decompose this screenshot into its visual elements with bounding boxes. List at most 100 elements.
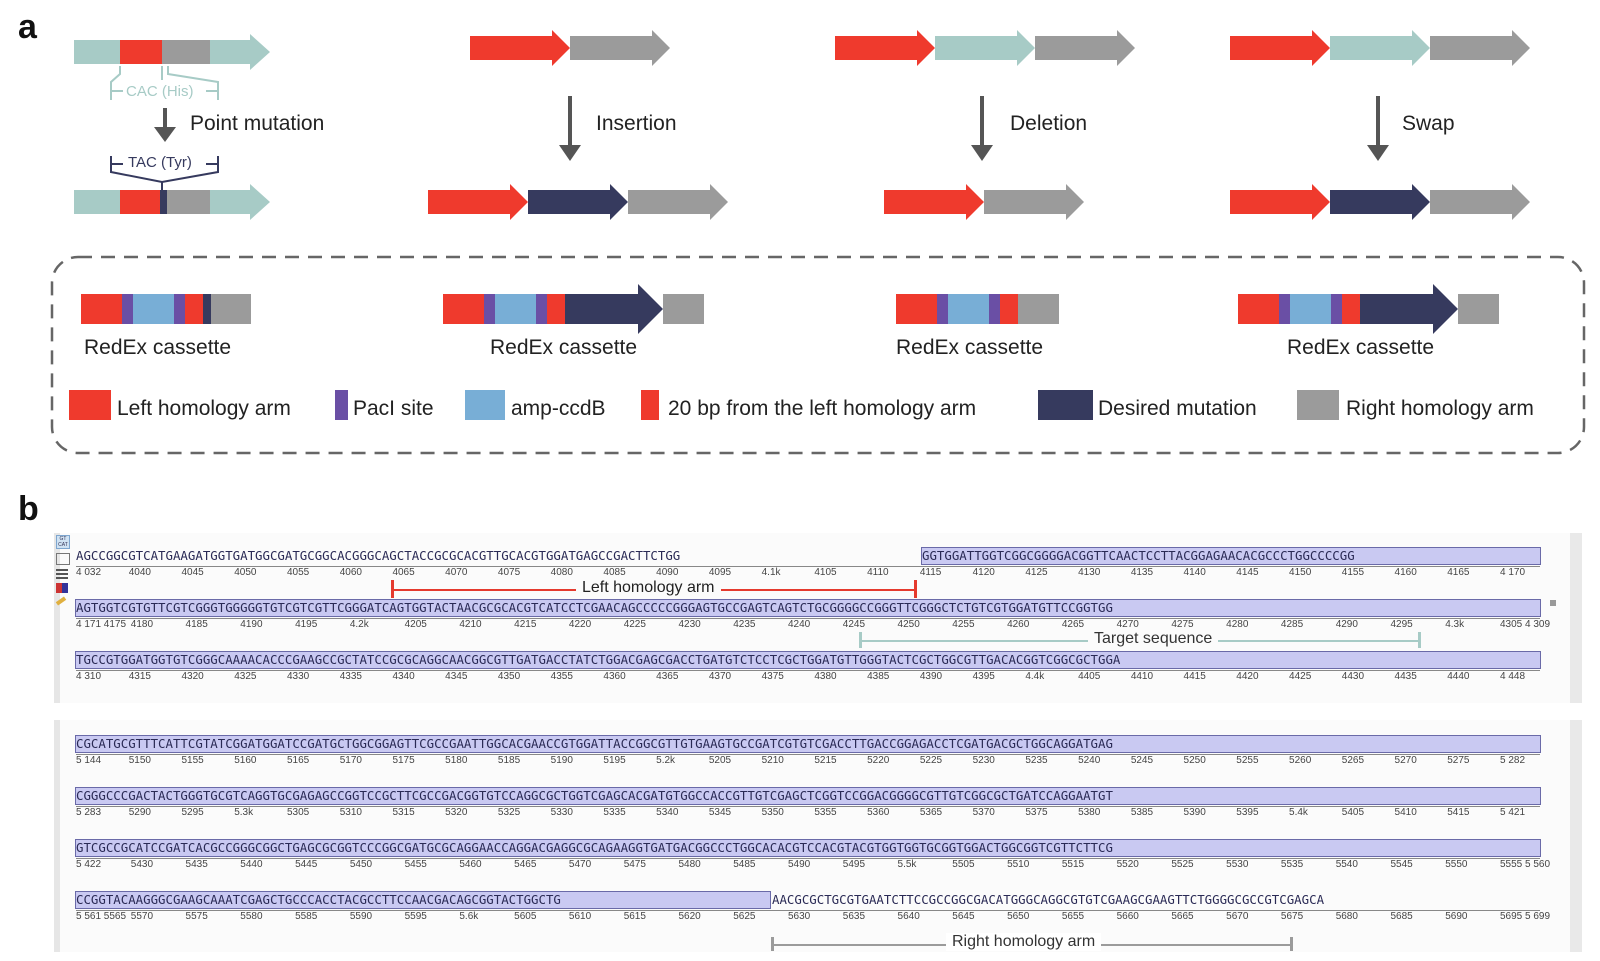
- ruler-number: 5595: [404, 911, 427, 922]
- ruler-number: 4045: [181, 567, 204, 578]
- ruler-number: 4180: [130, 619, 154, 630]
- ruler-number: 5645: [952, 911, 975, 922]
- ruler-number: 5525: [1171, 859, 1194, 870]
- ruler-number: 5675: [1280, 911, 1304, 922]
- ruler-number: 4185: [185, 619, 208, 630]
- ruler-number: 5245: [1130, 755, 1154, 766]
- ruler-number: 5270: [1394, 755, 1417, 766]
- ruler-number: 5380: [1078, 807, 1101, 818]
- ruler-number: 5665: [1171, 911, 1194, 922]
- ruler-number: 4270: [1116, 619, 1139, 630]
- legend-swatch-desired: [1038, 390, 1093, 420]
- ruler-number: 4375: [761, 671, 784, 682]
- translate-icon[interactable]: [56, 569, 68, 579]
- legend-swatch-20bp: [641, 390, 659, 420]
- ruler-number: 4360: [603, 671, 626, 682]
- legend-20bp: 20 bp from the left homology arm: [668, 397, 977, 420]
- ruler-number: 5405: [1341, 807, 1365, 818]
- seq-row-6-highlight: GTCGCCGCATCCGATCACGCCGGGCGGCTGAGCGCGGTCC…: [75, 839, 1541, 857]
- ruler-number: 4275: [1171, 619, 1194, 630]
- ruler-number: 5395: [1236, 807, 1259, 818]
- ruler-number: 5660: [1116, 911, 1139, 922]
- ruler-number: 4230: [678, 619, 701, 630]
- swap-arrow-icon: [1367, 96, 1389, 161]
- ruler-number: 4280: [1226, 619, 1249, 630]
- ruler-number: 4220: [568, 619, 592, 630]
- ruler-number: 5350: [761, 807, 784, 818]
- panel-b-letter: b: [18, 490, 39, 528]
- ruler-number: 4115: [919, 567, 942, 578]
- ruler-number: 5165: [286, 755, 310, 766]
- right-arm-annotation: Right homology arm: [946, 933, 1102, 951]
- seq-row-4-highlight: CGCATGCGTTTCATTCGTATCGGATGGATCCGATGCTGGC…: [75, 735, 1541, 753]
- gtc-cat-icon[interactable]: GT CAT: [56, 535, 70, 549]
- left-arm-bracket-end-l: [391, 580, 394, 598]
- swap-gene-before: [1230, 30, 1530, 66]
- frame-icon[interactable]: [56, 553, 70, 565]
- seq-row-1-highlight: GGTGGATTGGTCGGCGGGGACGGTTCAACTCCTTACGGAG…: [921, 547, 1541, 565]
- ruler-number: 5.5k: [897, 859, 917, 870]
- left-arm-bracket-end-r: [914, 580, 917, 598]
- ruler-number: 4255: [952, 619, 975, 630]
- ruler-number: 5615: [623, 911, 646, 922]
- ruler-number: 4420: [1236, 671, 1259, 682]
- cassette-label-2: RedEx cassette: [490, 336, 638, 359]
- ruler-number: 5330: [550, 807, 573, 818]
- redex-cassette-1: [81, 294, 251, 324]
- ruler-number: 5 144: [76, 755, 102, 766]
- legend-right-arm: Right homology arm: [1346, 397, 1534, 420]
- ruler-number: 4.4k: [1025, 671, 1045, 682]
- ruler-number: 5440: [240, 859, 263, 870]
- ruler-number: 5465: [514, 859, 537, 870]
- ruler-number: 5515: [1061, 859, 1085, 870]
- right-arm-bracket-end-l: [771, 937, 774, 951]
- ruler-number: 5275: [1447, 755, 1470, 766]
- ruler-number: 4380: [814, 671, 837, 682]
- ruler-number: 5170: [339, 755, 362, 766]
- ruler-number: 4430: [1341, 671, 1365, 682]
- ruler-number: 5455: [404, 859, 427, 870]
- ruler-number: 4105: [814, 567, 837, 578]
- ruler-number: 5680: [1335, 911, 1358, 922]
- legend-paci: PacI site: [353, 397, 434, 420]
- ruler-number: 4 032: [76, 567, 102, 578]
- ruler-number: 5670: [1226, 911, 1249, 922]
- ruler-number: 5590: [349, 911, 373, 922]
- ruler-number: 4225: [623, 619, 646, 630]
- ruler-number: 5150: [128, 755, 151, 766]
- ruler-number: 5505: [952, 859, 975, 870]
- ruler-number: 5 421: [1500, 807, 1526, 818]
- ruler-number: 4345: [445, 671, 468, 682]
- ruler-number: 4065: [392, 567, 415, 578]
- scroll-marker[interactable]: [1550, 600, 1556, 606]
- ruler-number: 5690: [1445, 911, 1468, 922]
- legend-swatch-left-arm: [69, 390, 111, 420]
- deletion-gene-before: [835, 30, 1135, 66]
- ruler-number: 5520: [1116, 859, 1139, 870]
- ruler-number: 5475: [623, 859, 646, 870]
- ruler-number: 5260: [1289, 755, 1312, 766]
- ruler-number: 4395: [972, 671, 995, 682]
- ruler-row-5: [76, 806, 1540, 813]
- ruler-number: 4150: [1289, 567, 1312, 578]
- ruler-number: 4370: [708, 671, 732, 682]
- seq-row-7-highlight: CCGGTACAAGGGCGAAGCAAATCGAGCTGCCCACCTACGC…: [75, 891, 771, 909]
- legend-amp-ccdb: amp-ccdB: [511, 397, 606, 420]
- ruler-number: 4215: [514, 619, 537, 630]
- ruler-number: 5575: [185, 911, 208, 922]
- ruler-number: 5635: [842, 911, 866, 922]
- ruler-number: 4135: [1130, 567, 1154, 578]
- sequence-viewer-bottom[interactable]: [54, 720, 1582, 952]
- ruler-number: 4 448: [1500, 671, 1526, 682]
- ruler-number: 4040: [128, 567, 151, 578]
- ruler-number: 5230: [972, 755, 995, 766]
- cassette-label-4: RedEx cassette: [1287, 336, 1435, 359]
- codon-after-label: TAC (Tyr): [128, 154, 192, 171]
- feature-icon[interactable]: [56, 583, 68, 593]
- ruler-number: 5555 5 560: [1500, 859, 1551, 870]
- ruler-number: 5430: [130, 859, 154, 870]
- ruler-number: 4390: [919, 671, 943, 682]
- codon-before-label: CAC (His): [126, 83, 194, 100]
